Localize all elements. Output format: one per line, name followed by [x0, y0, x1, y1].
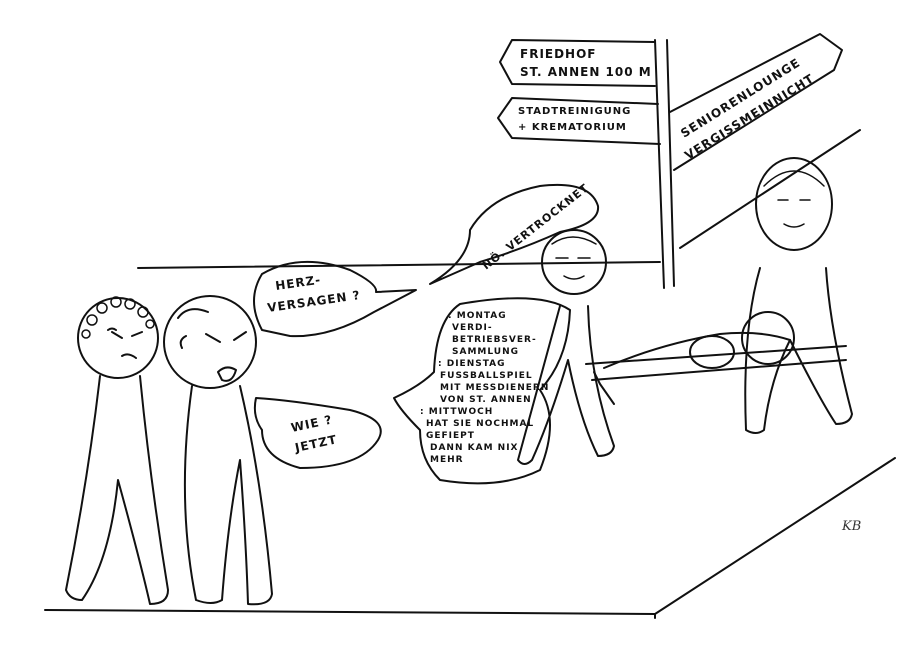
- character-left-hair: [81, 296, 155, 339]
- story-line: VON ST. ANNEN: [440, 395, 532, 405]
- character-center-head: [541, 229, 607, 295]
- story-line: : MONTAG: [448, 311, 507, 321]
- story-line: VERDI-: [452, 323, 493, 333]
- sign-stadtreinigung: [497, 97, 661, 145]
- sign-stadt-line2: + KREMATORIUM: [518, 122, 627, 133]
- story-line: : MITTWOCH: [420, 407, 493, 417]
- story-line: HAT SIE NOCHMAL: [426, 419, 534, 429]
- story-line: GEFIEPT: [426, 431, 475, 441]
- story-line: FUSSBALLSPIEL: [440, 371, 533, 381]
- character-middle-face: [177, 308, 247, 382]
- bubble-herz: [253, 261, 417, 338]
- signpost-pole: [654, 39, 675, 289]
- patient-glove: [689, 335, 735, 369]
- story-line: BETRIEBSVER-: [452, 335, 537, 345]
- story-line: MIT MESSDIENERN: [440, 383, 549, 393]
- character-right-body: [744, 267, 853, 434]
- bubble-story-text: : MONTAG VERDI- BETRIEBSVER- SAMMLUNG : …: [420, 311, 549, 465]
- sign-seniorenlounge: [669, 33, 843, 171]
- patient-head: [741, 311, 795, 365]
- story-line: DANN KAM NIX: [430, 443, 518, 453]
- sign-friedhof: [499, 39, 656, 87]
- bubble-wie-line1: WIE ?: [290, 412, 334, 434]
- character-middle-body: [183, 385, 273, 606]
- character-left-body: [65, 375, 169, 605]
- sign-friedhof-line1: FRIEDHOF: [520, 47, 597, 61]
- bubble-herz-line1: HERZ-: [274, 273, 321, 293]
- story-line: SAMMLUNG: [452, 347, 519, 357]
- story-line: : DIENSTAG: [438, 359, 506, 369]
- bubble-wie-line2: JETZT: [293, 432, 339, 455]
- bubble-vertrocknet: [429, 183, 600, 285]
- stretcher: [585, 345, 847, 405]
- artist-signature: KB: [841, 519, 861, 534]
- character-right-head: [755, 157, 833, 251]
- story-line: MEHR: [430, 455, 464, 465]
- horizon-line-right: [679, 129, 861, 249]
- bubble-story: [393, 297, 571, 485]
- patient-body: [603, 331, 791, 369]
- horizon-line: [137, 261, 661, 269]
- bubble-vertrocknet-text: NÖ. VERTROCKNET: [479, 180, 591, 272]
- character-middle-head: [163, 295, 257, 389]
- character-right-face: [763, 170, 825, 228]
- character-center-body: [517, 305, 615, 465]
- character-center-face: [551, 236, 597, 280]
- character-left-face: [107, 327, 143, 359]
- sign-friedhof-line2: ST. ANNEN 100 M: [520, 65, 652, 79]
- sign-stadt-line1: STADTREINIGUNG: [518, 106, 631, 117]
- bubble-wie-jetzt: [253, 397, 382, 469]
